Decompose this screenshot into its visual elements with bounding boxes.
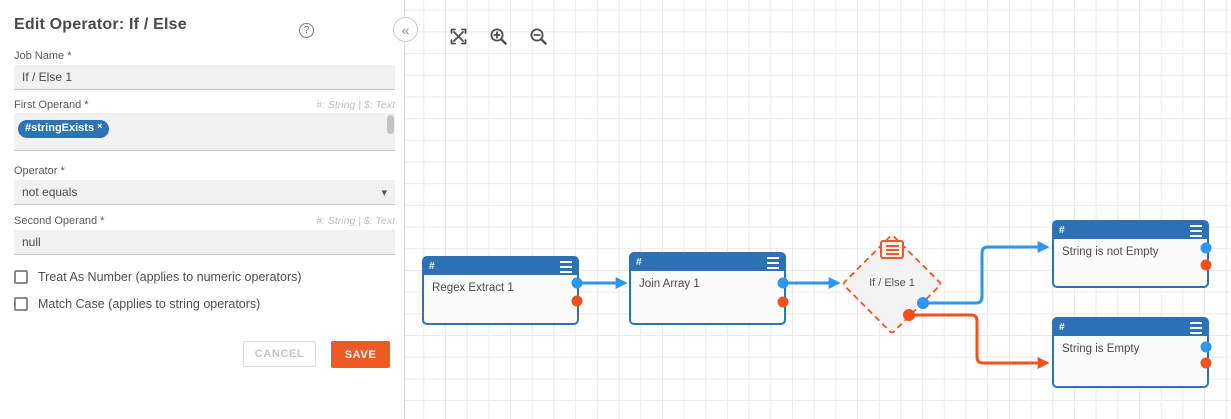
node-header: # xyxy=(424,258,577,275)
zoom-out-icon[interactable] xyxy=(529,27,548,46)
help-icon[interactable]: ? xyxy=(299,23,314,38)
page-title: Edit Operator: If / Else xyxy=(14,16,187,33)
second-operand-label: Second Operand * xyxy=(14,215,105,227)
node-header: # xyxy=(631,254,784,271)
node-header: # xyxy=(1054,319,1207,336)
treat-as-number-label: Treat As Number (applies to numeric oper… xyxy=(38,270,302,284)
operand-scrollbar[interactable] xyxy=(387,115,394,134)
menu-icon[interactable] xyxy=(1190,321,1202,334)
match-case-label: Match Case (applies to string operators) xyxy=(38,297,261,311)
chip-remove-icon[interactable]: × xyxy=(97,121,103,131)
connector-ifelse-to-not-empty[interactable] xyxy=(923,241,1050,305)
node-string-empty[interactable]: # String is Empty xyxy=(1052,317,1209,388)
node-label: Regex Extract 1 xyxy=(432,282,514,294)
collapse-panel-button[interactable]: « xyxy=(393,17,418,42)
job-name-label: Job Name * xyxy=(14,50,72,62)
match-case-checkbox[interactable] xyxy=(14,297,28,311)
treat-as-number-row: Treat As Number (applies to numeric oper… xyxy=(14,270,395,284)
node-join-array[interactable]: # Join Array 1 xyxy=(629,252,786,325)
job-name-input[interactable]: If / Else 1 xyxy=(14,65,395,90)
node-label: Join Array 1 xyxy=(639,278,700,290)
operator-select[interactable]: not equals ▾ xyxy=(14,180,395,205)
first-operand-input[interactable]: #stringExists× xyxy=(14,113,395,151)
node-header: # xyxy=(1054,222,1207,239)
edit-operator-panel: Edit Operator: If / Else ? Job Name * If… xyxy=(0,0,405,419)
menu-icon[interactable] xyxy=(1190,224,1202,237)
node-label: String is not Empty xyxy=(1062,246,1159,258)
connector-ifelse-to-empty[interactable] xyxy=(909,313,1050,369)
chevron-down-icon: ▾ xyxy=(381,186,387,199)
menu-icon[interactable] xyxy=(767,256,779,269)
operator-label: Operator * xyxy=(14,165,65,177)
cancel-button[interactable]: CANCEL xyxy=(243,341,316,367)
match-case-row: Match Case (applies to string operators) xyxy=(14,297,395,311)
if-else-menu-icon[interactable] xyxy=(880,240,904,259)
operator-select-value: not equals xyxy=(22,185,78,199)
menu-icon[interactable] xyxy=(560,260,572,273)
zoom-in-icon[interactable] xyxy=(489,27,508,46)
node-string-not-empty[interactable]: # String is not Empty xyxy=(1052,220,1209,288)
operator-form: Job Name * If / Else 1 First Operand * #… xyxy=(14,50,395,368)
second-operand-input[interactable]: null xyxy=(14,230,395,255)
node-label: If / Else 1 xyxy=(869,277,915,289)
node-regex-extract[interactable]: # Regex Extract 1 xyxy=(422,256,579,325)
canvas-toolbar xyxy=(449,27,548,46)
form-actions: CANCEL SAVE xyxy=(14,341,395,368)
hash-badge: # xyxy=(1059,321,1065,333)
hash-badge: # xyxy=(429,260,435,272)
save-button[interactable]: SAVE xyxy=(331,341,390,368)
hash-badge: # xyxy=(636,256,642,268)
node-label: String is Empty xyxy=(1062,343,1140,355)
operand-chip[interactable]: #stringExists× xyxy=(18,120,110,138)
menu-bars-icon xyxy=(885,244,899,255)
workflow-canvas[interactable]: # Regex Extract 1 # Join Array 1 If / El… xyxy=(405,0,1230,419)
first-operand-hint: #: String | $: Text xyxy=(316,99,395,111)
fit-view-icon[interactable] xyxy=(449,27,468,46)
treat-as-number-checkbox[interactable] xyxy=(14,270,28,284)
hash-badge: # xyxy=(1059,224,1065,236)
operand-chip-label: #stringExists xyxy=(25,122,95,134)
second-operand-hint: #: String | $: Text xyxy=(316,215,395,227)
first-operand-label: First Operand * xyxy=(14,99,89,111)
